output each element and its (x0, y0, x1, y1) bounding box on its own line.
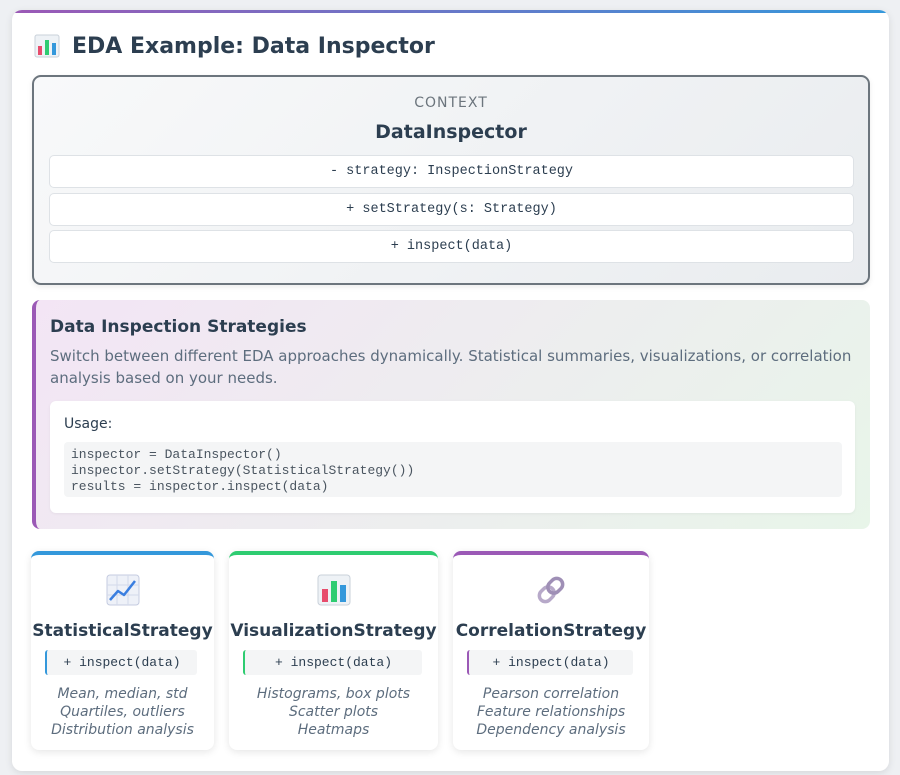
context-class-name: DataInspector (375, 121, 527, 143)
strategies-title: Data Inspection Strategies (50, 317, 307, 337)
description-line: Histograms, box plots (256, 686, 411, 702)
strategy-card-description: Pearson correlation Feature relationship… (453, 685, 649, 739)
context-box: CONTEXT DataInspector - strategy: Inspec… (32, 75, 870, 285)
context-member-field: - strategy: InspectionStrategy (49, 155, 854, 188)
description-line: Pearson correlation (482, 686, 620, 702)
usage-box: Usage: inspector = DataInspector() inspe… (50, 401, 855, 513)
line-chart-icon (106, 574, 139, 606)
link-icon (537, 576, 565, 604)
description-line: Distribution analysis (51, 722, 194, 738)
description-line: Feature relationships (476, 704, 626, 720)
strategy-card-correlation: CorrelationStrategy + inspect(data) Pear… (453, 551, 649, 750)
strategy-card-description: Histograms, box plots Scatter plots Heat… (229, 685, 438, 739)
description-line: Heatmaps (297, 722, 370, 738)
description-line: Quartiles, outliers (60, 704, 185, 720)
card-accent-bar (12, 10, 889, 13)
context-member-setstrategy: + setStrategy(s: Strategy) (49, 193, 854, 226)
strategy-card-title: VisualizationStrategy (230, 621, 437, 641)
strategy-card-method: + inspect(data) (243, 650, 422, 675)
usage-label: Usage: (64, 416, 113, 432)
context-label: CONTEXT (414, 95, 488, 111)
strategy-card-title: CorrelationStrategy (455, 621, 647, 641)
strategies-panel: Data Inspection Strategies Switch betwee… (32, 300, 870, 529)
description-line: Scatter plots (288, 704, 379, 720)
description-line: Mean, median, std (57, 686, 188, 702)
context-member-inspect: + inspect(data) (49, 230, 854, 263)
strategy-card-visualization: VisualizationStrategy + inspect(data) Hi… (229, 551, 438, 750)
main-card: EDA Example: Data Inspector CONTEXT Data… (12, 10, 889, 771)
page-header: EDA Example: Data Inspector (34, 32, 435, 60)
strategy-card-method: + inspect(data) (467, 650, 633, 675)
description-line: Dependency analysis (476, 722, 626, 738)
strategies-description: Switch between different EDA approaches … (50, 347, 852, 387)
bar-chart-icon (317, 574, 350, 606)
strategy-card-method: + inspect(data) (45, 650, 197, 675)
strategy-card-statistical: StatisticalStrategy + inspect(data) Mean… (31, 551, 214, 750)
bar-chart-icon (34, 34, 60, 58)
page-title: EDA Example: Data Inspector (72, 33, 435, 59)
usage-code-block: inspector = DataInspector() inspector.se… (64, 442, 842, 497)
strategy-card-title: StatisticalStrategy (32, 621, 213, 641)
strategy-card-description: Mean, median, std Quartiles, outliers Di… (31, 685, 214, 739)
